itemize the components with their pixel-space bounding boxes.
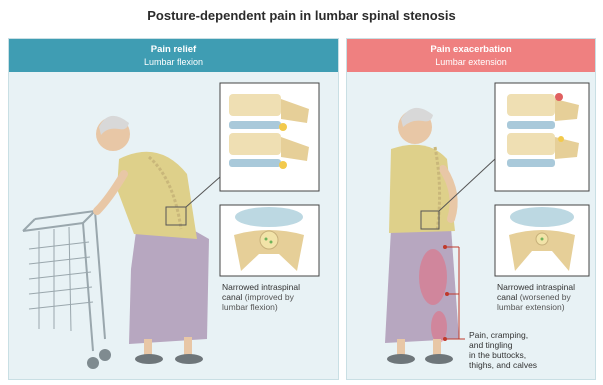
caption-main-line-2: canal: [222, 292, 242, 302]
pain-exacerbation-panel: Pain exacerbation Lumbar extension: [346, 38, 596, 380]
caption-note-line-2: lumbar flexion): [222, 302, 300, 312]
flexion-illustration: [9, 39, 340, 381]
walker-wheel: [99, 349, 111, 361]
pain-relief-panel: Pain relief Lumbar flexion: [8, 38, 339, 380]
vertebrae-extension-inset: [495, 83, 589, 191]
flexed-woman-figure: [96, 116, 209, 364]
caption-main-line-2: canal: [497, 292, 517, 302]
pain-area-thigh: [419, 249, 447, 305]
pain-line-1: Pain, cramping,: [469, 330, 537, 340]
caption-note-line-2: lumbar extension): [497, 302, 575, 312]
walker-wheel: [87, 357, 99, 369]
extension-caption: Narrowed intraspinal canal (worsened by …: [497, 282, 575, 312]
walker-illustration: [23, 211, 105, 351]
spinal-canal-flexion-inset: [220, 205, 319, 276]
flexion-caption: Narrowed intraspinal canal (improved by …: [222, 282, 300, 312]
pain-line-2: and tingling: [469, 340, 537, 350]
caption-note-line-1: (improved by: [245, 292, 294, 302]
spinal-canal-extension-inset: [495, 205, 589, 276]
pain-symptoms-caption: Pain, cramping, and tingling in the butt…: [469, 330, 537, 370]
figure-title: Posture-dependent pain in lumbar spinal …: [0, 8, 603, 23]
vertebrae-flexion-inset: [220, 83, 319, 191]
caption-main-line-1: Narrowed intraspinal: [222, 282, 300, 292]
extended-woman-figure: [385, 108, 459, 364]
pain-line-4: thighs, and calves: [469, 360, 537, 370]
caption-note-line-1: (worsened by: [520, 292, 571, 302]
caption-main-line-1: Narrowed intraspinal: [497, 282, 575, 292]
pain-line-3: in the buttocks,: [469, 350, 537, 360]
